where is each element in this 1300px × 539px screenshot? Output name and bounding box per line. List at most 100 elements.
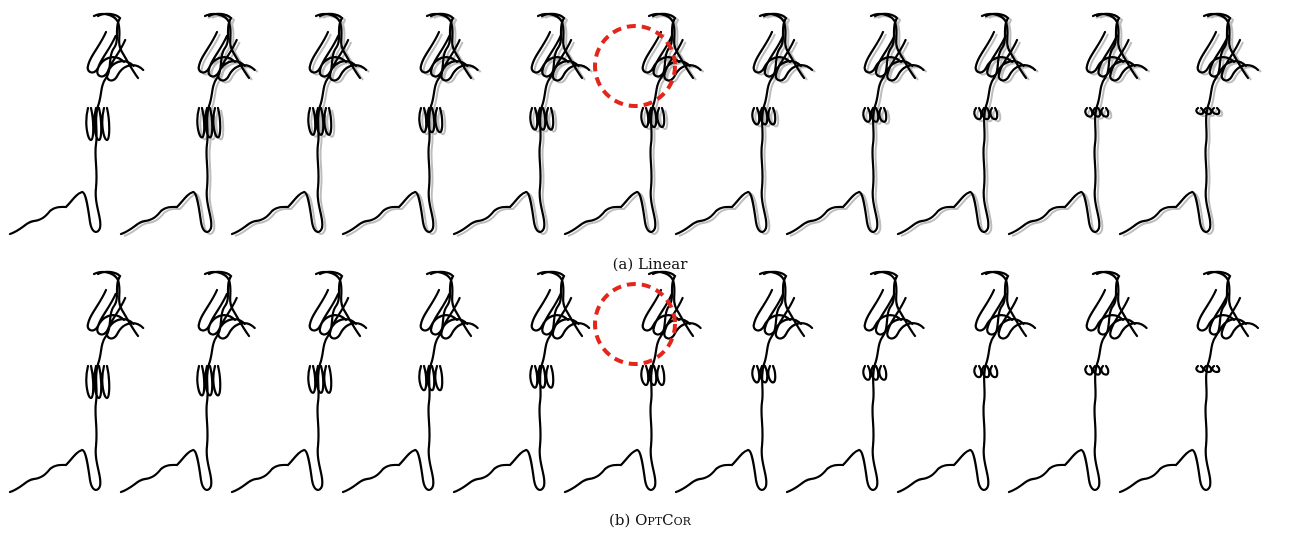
optcor-stroke <box>1084 364 1094 376</box>
linear-stroke <box>434 106 444 134</box>
linear-stroke <box>537 106 547 131</box>
linear-ghost-stroke <box>433 37 472 80</box>
linear-ghost-stroke <box>207 109 217 141</box>
optcor-stroke <box>1195 364 1205 374</box>
linear-stroke <box>105 38 145 82</box>
optcor-frame-3 <box>230 270 368 494</box>
linear-ghost-stroke <box>443 41 482 84</box>
optcor-stroke <box>896 270 1010 494</box>
linear-ghost-stroke <box>220 41 259 84</box>
optcor-stroke <box>1109 296 1148 340</box>
linear-ghost-stroke <box>331 41 370 84</box>
linear-ghost-stroke <box>992 109 1002 123</box>
linear-stroke <box>196 106 206 139</box>
optcor-stroke <box>886 296 925 340</box>
linear-stroke <box>1208 34 1248 78</box>
linear-stroke <box>96 34 135 78</box>
optcor-stroke <box>1208 292 1248 336</box>
linear-ghost-stroke <box>215 109 225 141</box>
linear-ghost-stroke <box>881 109 891 125</box>
linear-stroke <box>85 106 95 142</box>
optcor-stroke <box>751 364 761 384</box>
linear-stroke <box>774 38 814 82</box>
linear-ghost-stroke <box>437 109 447 136</box>
optcor-stroke <box>870 364 880 381</box>
optcor-stroke <box>93 364 103 400</box>
optcor-frame-6 <box>563 270 702 494</box>
optcor-stroke <box>862 364 872 381</box>
linear-stroke <box>981 106 991 121</box>
linear-stroke <box>674 12 788 236</box>
optcor-stroke <box>541 292 580 336</box>
optcor-stroke <box>318 292 358 336</box>
linear-highlight-circle <box>593 24 677 108</box>
linear-stroke <box>1195 106 1205 116</box>
optcor-stroke <box>986 292 1025 336</box>
linear-stroke <box>323 106 333 136</box>
linear-ghost-stroke <box>540 109 550 133</box>
linear-stroke <box>767 106 777 126</box>
caption-optcor-label: (b) <box>609 511 631 529</box>
optcor-stroke <box>878 364 888 381</box>
linear-frame-9 <box>896 12 1039 237</box>
optcor-frame-8 <box>785 270 925 494</box>
optcor-stroke <box>656 364 666 387</box>
linear-stroke <box>997 38 1037 82</box>
optcor-stroke <box>997 296 1037 340</box>
optcor-stroke <box>1211 364 1221 374</box>
optcor-stroke <box>551 296 591 340</box>
linear-ghost-stroke <box>318 109 328 138</box>
linear-ghost-stroke <box>326 109 336 138</box>
linear-frame-10 <box>1007 12 1151 237</box>
caption-linear: (a) Linear <box>0 255 1300 273</box>
linear-frame-2 <box>119 12 259 237</box>
linear-ghost-stroke <box>345 14 458 237</box>
optcor-frame-5 <box>452 270 591 494</box>
linear-stroke <box>785 12 899 236</box>
linear-frame-1 <box>8 12 145 236</box>
linear-stroke <box>217 38 256 82</box>
linear-ghost-stroke <box>321 37 360 80</box>
optcor-frame-1 <box>8 270 145 494</box>
optcor-stroke <box>217 296 256 340</box>
linear-stroke <box>896 12 1010 236</box>
linear-stroke <box>878 106 888 123</box>
caption-optcor-name: OptCor <box>635 511 691 529</box>
optcor-frame-7 <box>674 270 814 494</box>
linear-ghost-stroke <box>1122 14 1235 237</box>
optcor-stroke <box>230 270 344 494</box>
linear-ghost-stroke <box>770 109 780 128</box>
optcor-stroke <box>648 364 658 387</box>
linear-stroke <box>973 106 983 121</box>
row-optcor <box>8 270 1260 494</box>
optcor-frame-2 <box>119 270 256 494</box>
linear-stroke <box>418 106 428 134</box>
optcor-stroke <box>101 364 111 400</box>
linear-stroke <box>541 34 580 78</box>
linear-stroke <box>318 34 358 78</box>
optcor-stroke <box>307 364 317 394</box>
linear-stroke <box>759 106 769 126</box>
linear-stroke <box>870 106 880 123</box>
linear-stroke <box>429 34 469 78</box>
optcor-stroke <box>785 270 899 494</box>
linear-ghost-stroke <box>659 109 669 131</box>
optcor-stroke <box>452 270 566 494</box>
optcor-stroke <box>1007 270 1121 494</box>
optcor-stroke <box>767 364 777 384</box>
linear-ghost-stroke <box>1011 14 1124 237</box>
optcor-stroke <box>529 364 539 389</box>
row-linear <box>8 12 1262 237</box>
linear-stroke <box>1100 106 1110 118</box>
optcor-stroke <box>426 364 436 392</box>
linear-stroke <box>529 106 539 131</box>
linear-stroke <box>101 106 111 142</box>
linear-ghost-stroke <box>1103 109 1113 120</box>
linear-stroke <box>989 106 999 121</box>
linear-ghost-stroke <box>234 14 347 237</box>
linear-ghost-stroke <box>210 37 249 80</box>
optcor-stroke <box>440 296 479 340</box>
linear-stroke <box>640 106 650 129</box>
linear-stroke <box>1220 38 1260 82</box>
linear-stroke <box>656 106 666 129</box>
